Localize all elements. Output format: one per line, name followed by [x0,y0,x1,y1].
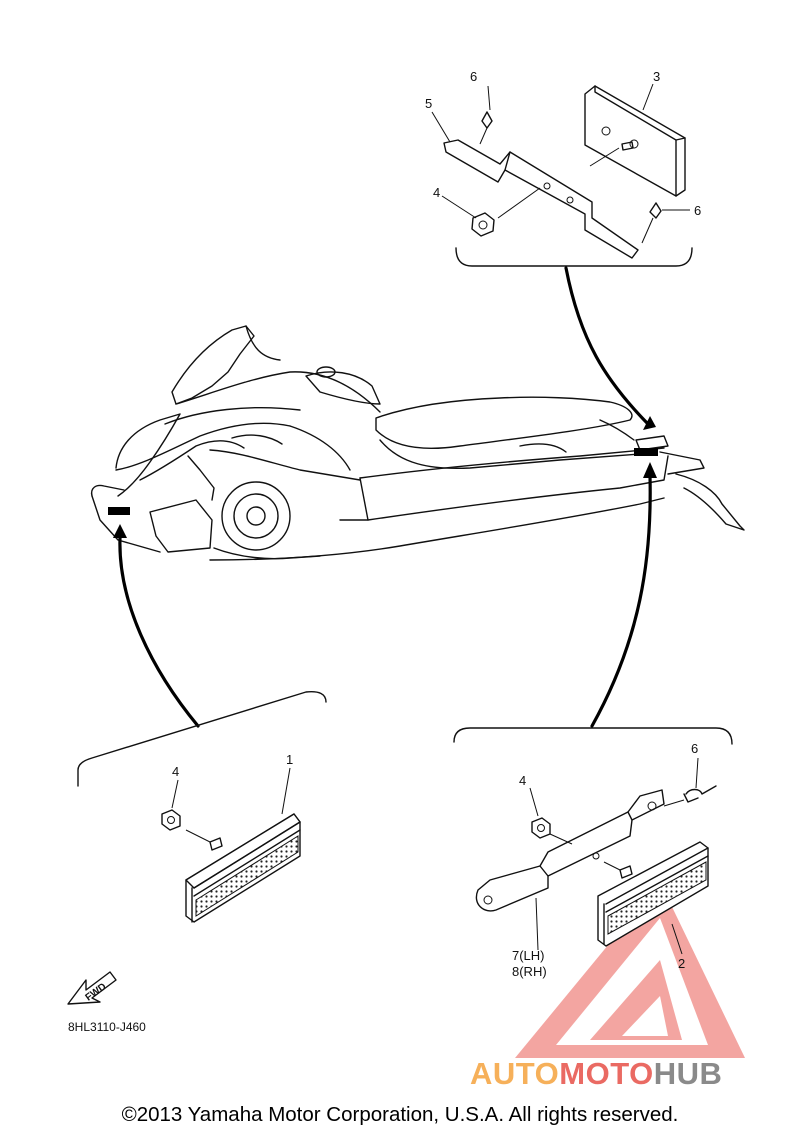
callout-4-right: 4 [519,773,526,788]
callout-1: 1 [286,752,293,767]
callout-8-rh: 8(RH) [512,964,547,979]
arrow-right-head [643,462,657,478]
callout-5: 5 [425,96,432,111]
snowmobile-outline [90,325,745,561]
arrow-right-detail [590,474,652,728]
detail-top-rear-bracket: 6 3 5 4 6 [425,69,701,267]
detail-left-front-reflector: 4 1 [77,691,327,923]
callout-4-left: 4 [172,764,179,779]
callout-4-top: 4 [433,185,440,200]
watermark-logo [515,882,745,1058]
callout-6-right: 6 [691,741,698,756]
diagram-code: 8HL3110-J460 [68,1020,146,1034]
rear-reflector-marker [634,448,658,456]
copyright-notice: ©2013 Yamaha Motor Corporation, U.S.A. A… [121,1103,679,1126]
arrow-top-head [643,416,656,430]
arrow-left-head [113,524,127,538]
watermark-moto: MOTO [559,1056,654,1091]
watermark-hub: HUB [653,1056,723,1091]
front-reflector-marker [108,507,130,515]
watermark-auto: AUTO [470,1056,560,1091]
callout-3: 3 [653,69,660,84]
callout-2: 2 [678,956,685,971]
detail-right-rear-reflector: 6 4 7(LH) 8(RH) 2 [453,727,733,979]
arrow-left-detail [118,536,200,728]
callout-6-rear: 6 [694,203,701,218]
callout-7-lh: 7(LH) [512,948,545,963]
callout-6-top: 6 [470,69,477,84]
arrow-top-detail [564,266,650,426]
watermark-text: AUTOMOTOHUB [470,1056,722,1092]
fwd-arrow-icon: FWD [67,971,117,1005]
